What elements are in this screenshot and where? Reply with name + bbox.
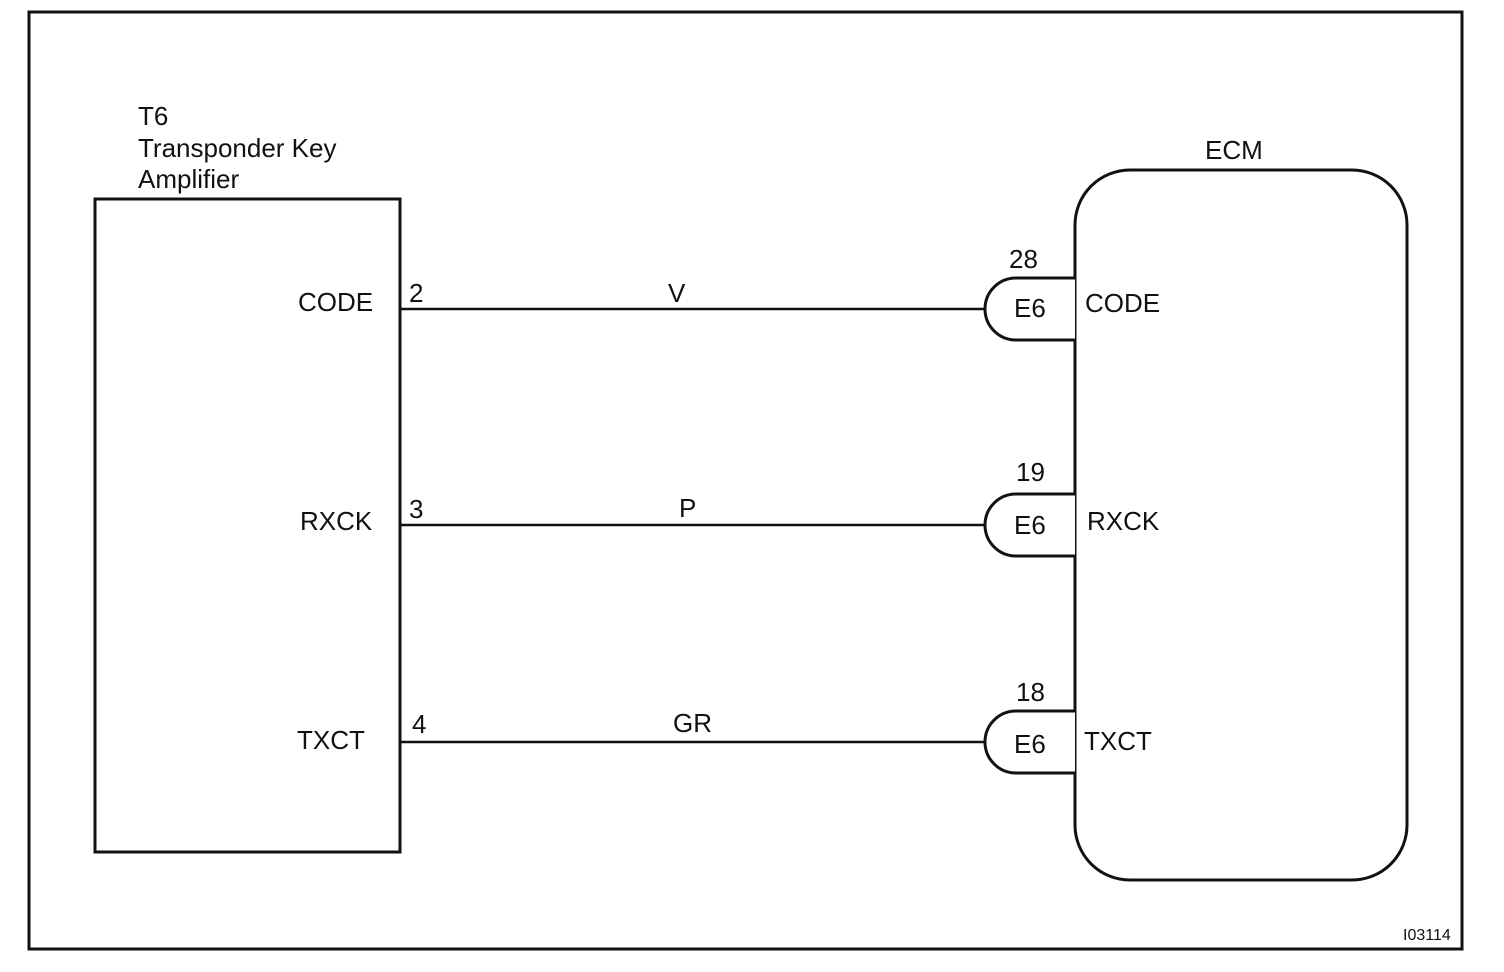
left-pin-signal-rxck: RXCK (300, 506, 373, 536)
wire-color-p: P (679, 493, 697, 523)
connector-e6-code (983, 276, 1075, 342)
wire-color-gr: GR (673, 708, 712, 738)
connector-e6-txct (983, 709, 1075, 775)
connector-label-e6-txct: E6 (1014, 729, 1046, 759)
ecm-pin-signal-code: CODE (1085, 288, 1161, 318)
ecm-pin-number-28: 28 (1009, 244, 1038, 274)
left-pin-signal-code: CODE (298, 287, 374, 317)
wire-color-v: V (668, 278, 686, 308)
left-pin-number-2: 2 (409, 278, 424, 308)
figure-id: I03114 (1403, 927, 1451, 944)
ecm-pin-signal-rxck: RXCK (1087, 506, 1160, 536)
component-id-t6: T6 (138, 101, 169, 131)
left-pin-signal-txct: TXCT (297, 725, 365, 755)
left-pin-number-3: 3 (409, 494, 424, 524)
connector-label-e6-code: E6 (1014, 293, 1046, 323)
connector-e6-rxck (983, 492, 1075, 558)
ecm-title: ECM (1205, 135, 1263, 165)
component-name-line2: Amplifier (138, 164, 240, 194)
ecm-pin-number-18: 18 (1016, 677, 1045, 707)
component-name-line1: Transponder Key (138, 133, 337, 163)
ecm-pin-signal-txct: TXCT (1084, 726, 1152, 756)
connector-label-e6-rxck: E6 (1014, 510, 1046, 540)
ecm-pin-number-19: 19 (1016, 457, 1045, 487)
left-pin-number-4: 4 (412, 709, 427, 739)
diagram-border (27, 10, 1464, 951)
